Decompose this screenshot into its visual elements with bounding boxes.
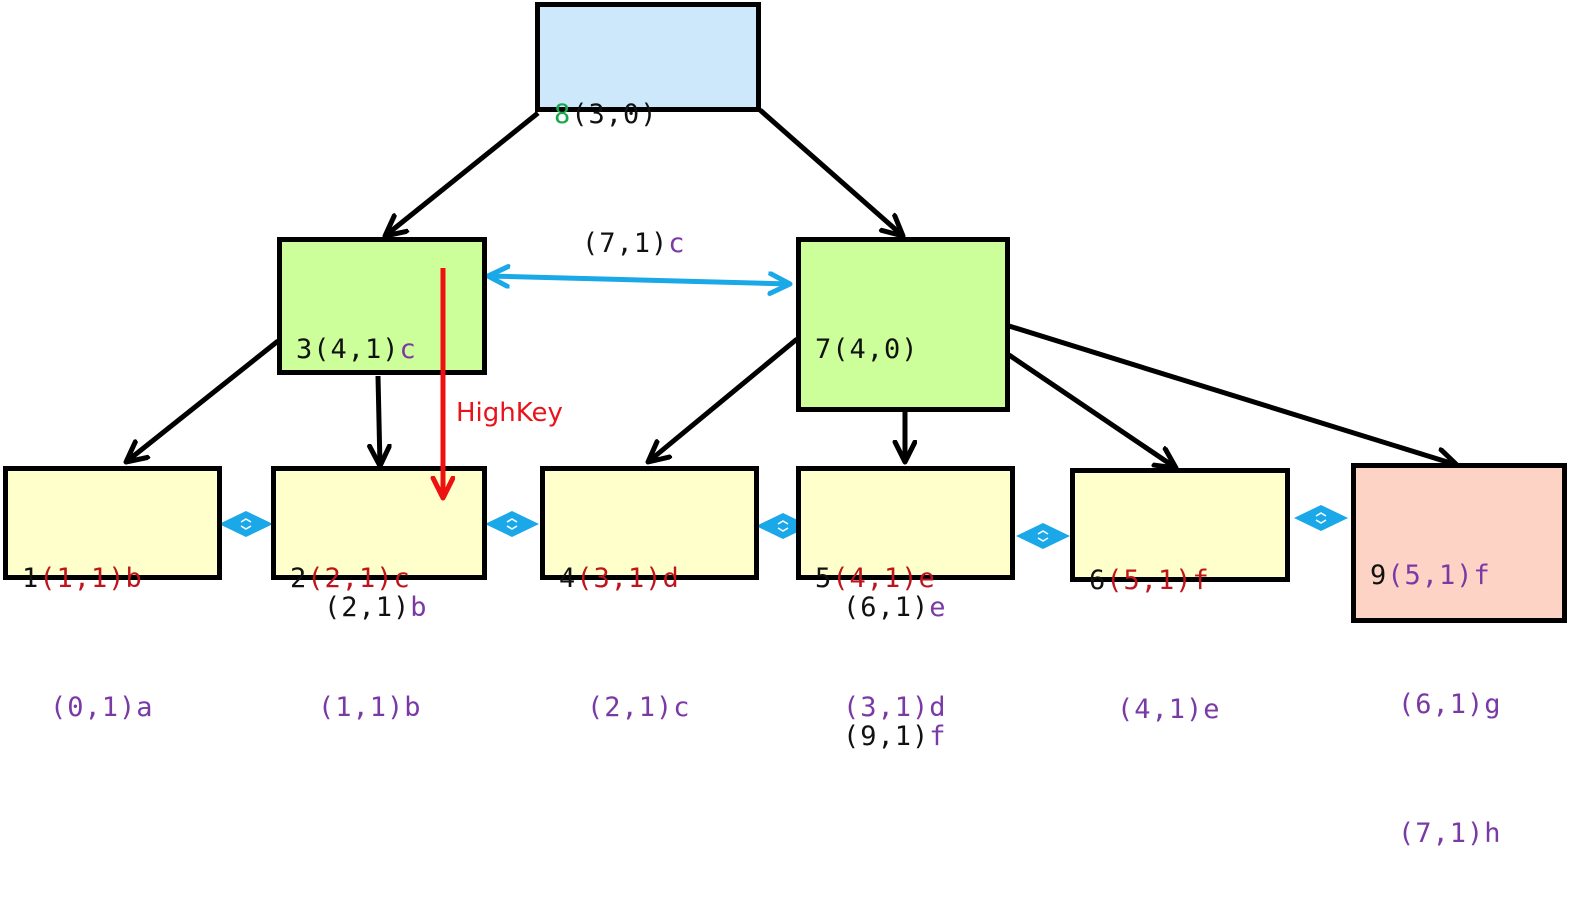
node-4-key-1: (3,1) [576, 563, 663, 594]
node-4-key-2: (2,1) [587, 692, 674, 723]
highkey-label: HighKey [456, 398, 563, 428]
node-4-letter-1: d [662, 563, 680, 594]
node-6-letter-2: e [1203, 694, 1221, 725]
node-8-letter-2: c [668, 228, 686, 259]
node-4-id: 4 [559, 563, 577, 594]
node-1-id: 1 [22, 563, 40, 594]
node-2-letter-2: b [404, 692, 422, 723]
node-5-leaf: 5(4,1)e (3,1)d [796, 466, 1015, 723]
leaf-link-2-4 [485, 511, 539, 537]
node-9-key-1: (5,1) [1387, 560, 1474, 591]
btree-diagram-canvas [0, 108, 1587, 549]
node-2-id: 2 [290, 563, 308, 594]
node-1-letter-2: a [136, 692, 154, 723]
node-8-id: 8 [554, 99, 572, 130]
node-7-internal: 7(4,0) (5,1)d (6,1)e (9,1)f [796, 237, 1010, 752]
node-4-letter-2: c [673, 692, 691, 723]
node-1-leaf: 1(1,1)b (0,1)a [3, 466, 222, 723]
leaf-link-5-6 [1016, 523, 1070, 549]
edge-3-to-2 [378, 375, 380, 466]
node-3-key-3: (2,1) [324, 592, 411, 623]
node-6-key-1: (5,1) [1106, 565, 1193, 596]
leaf-link-6-9 [1294, 505, 1348, 531]
node-6-leaf: 6(5,1)f (4,1)e [1070, 468, 1290, 725]
node-8-root: 8(3,0) (7,1)c [535, 2, 761, 259]
node-2-key-2: (1,1) [318, 692, 405, 723]
node-5-letter-2: d [929, 692, 947, 723]
edge-7-to-9 [1008, 323, 1457, 465]
node-9-key-2: (6,1) [1398, 689, 1485, 720]
edge-8-to-3 [385, 111, 540, 236]
node-2-letter-1: c [393, 563, 411, 594]
edge-7-to-4 [648, 337, 799, 462]
node-3-letter-3: b [410, 592, 428, 623]
node-8-key-1: (3,0) [571, 99, 658, 130]
node-3-letter-1: c [399, 334, 417, 365]
node-7-letter-3: e [929, 592, 947, 623]
node-9-id: 9 [1370, 560, 1388, 591]
node-5-key-2: (3,1) [843, 692, 930, 723]
node-2-leaf: 2(2,1)c (1,1)b [271, 466, 487, 723]
node-5-id: 5 [815, 563, 833, 594]
edge-8-to-7 [758, 108, 903, 236]
node-9-key-3: (7,1) [1398, 818, 1485, 849]
node-3-key-1: (4,1) [313, 334, 400, 365]
leaf-link-1-2 [219, 511, 273, 537]
node-1-letter-1: b [125, 563, 143, 594]
node-7-key-1: (4,0) [832, 334, 919, 365]
node-9-letter-3: h [1484, 818, 1502, 849]
edge-3-to-1 [126, 339, 280, 462]
node-5-letter-1: e [918, 563, 936, 594]
node-3-internal: 3(4,1)c (1,0) (2,1)b [277, 237, 487, 623]
node-8-key-2: (7,1) [582, 228, 669, 259]
sibling-link-3-7 [488, 276, 790, 284]
node-7-key-3: (6,1) [843, 592, 930, 623]
edge-7-to-6 [1007, 352, 1176, 468]
node-7-id: 7 [815, 334, 833, 365]
node-1-key-2: (0,1) [50, 692, 137, 723]
node-9-letter-1: f [1473, 560, 1491, 591]
node-2-key-1: (2,1) [307, 563, 394, 594]
node-9-leaf: 9(5,1)f (6,1)g (7,1)h [1351, 463, 1567, 849]
node-6-key-2: (4,1) [1117, 694, 1204, 725]
node-4-leaf: 4(3,1)d (2,1)c [540, 466, 759, 723]
node-1-key-1: (1,1) [39, 563, 126, 594]
node-9-letter-2: g [1484, 689, 1502, 720]
node-6-letter-1: f [1192, 565, 1210, 596]
node-6-id: 6 [1089, 565, 1107, 596]
node-3-id: 3 [296, 334, 314, 365]
node-5-key-1: (4,1) [832, 563, 919, 594]
